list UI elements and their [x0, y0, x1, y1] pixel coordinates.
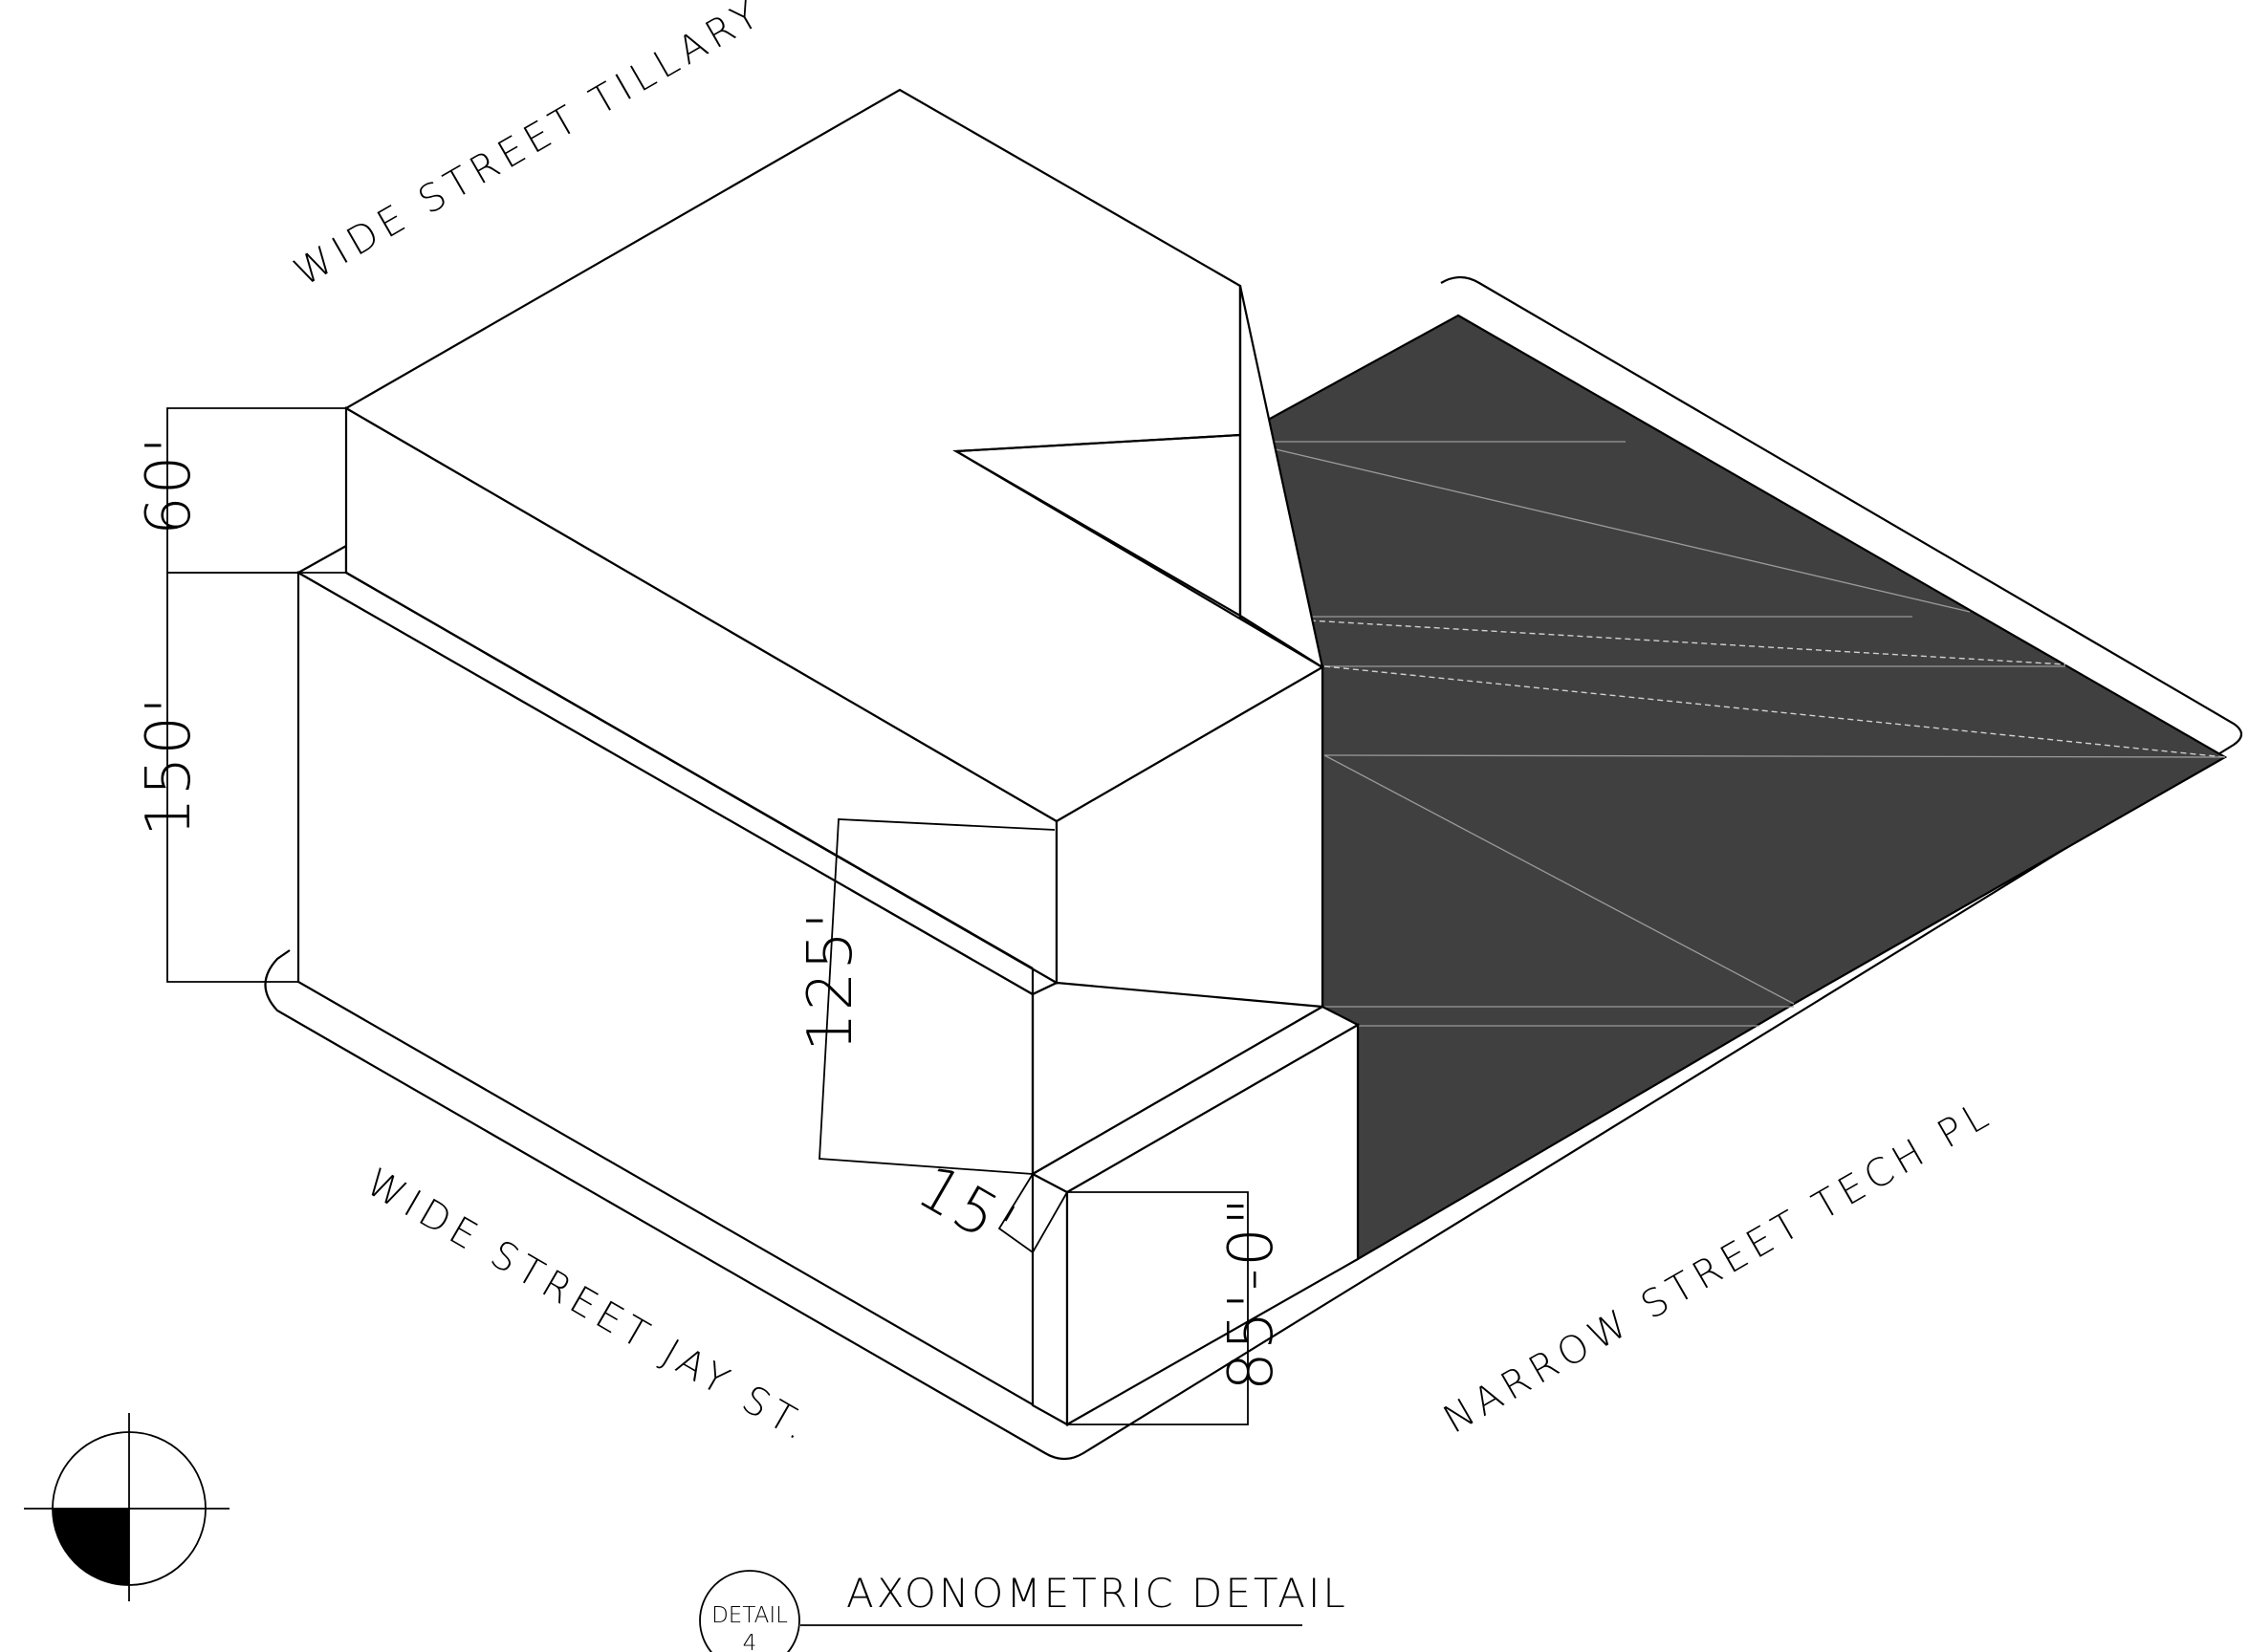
detail-tag-label: DETAIL — [711, 1603, 788, 1628]
tower-notch — [952, 433, 1241, 617]
detail-tag-bubble — [699, 1570, 800, 1652]
title-block: DETAIL 4 AXONOMETRIC DETAIL — [699, 1570, 1348, 1652]
building-mass — [295, 88, 1361, 1426]
corner-block-front — [1031, 1172, 1069, 1426]
corner-block-roof — [1030, 1005, 1361, 1194]
drawing-title: AXONOMETRIC DETAIL — [846, 1570, 1348, 1617]
dim-label-85: 85'-0" — [1216, 1196, 1287, 1391]
dim-label-60: 60' — [134, 435, 205, 535]
ledge-line — [345, 572, 1034, 969]
detail-tag-number: 4 — [743, 1631, 757, 1652]
lot-hatch — [1242, 441, 2226, 1027]
dim-label-150: 150' — [134, 695, 205, 837]
north-arrow-icon — [24, 1413, 229, 1601]
dimension-lines — [166, 407, 1249, 1425]
open-lot-area — [1238, 314, 2228, 1261]
tower-edge-2 — [1239, 615, 1323, 668]
lot-boundary — [264, 275, 2243, 1461]
dim-label-125: 125' — [796, 910, 866, 1052]
